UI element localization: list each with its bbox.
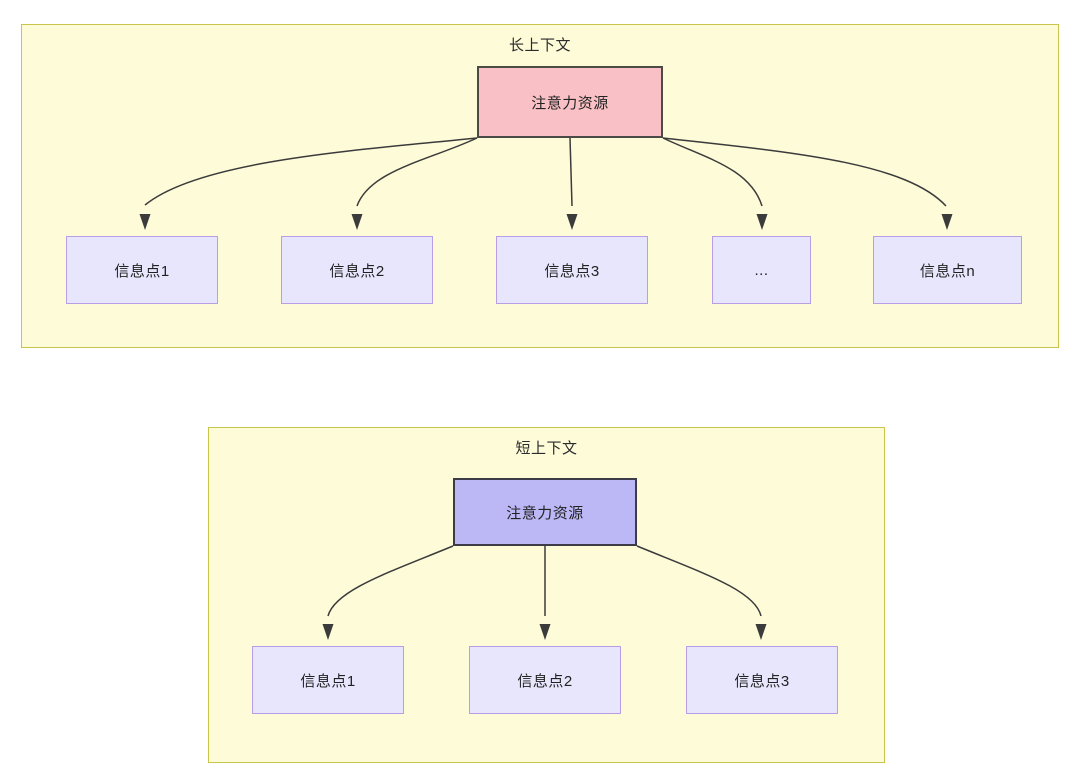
node-attention-resource-long-label: 注意力资源 (531, 94, 609, 112)
node-info-point-long-ellipsis[interactable]: ... (712, 236, 811, 304)
node-attention-resource-short[interactable]: 注意力资源 (453, 478, 637, 546)
node-info-point-long-1[interactable]: 信息点1 (66, 236, 218, 304)
node-info-point-short-2-label: 信息点2 (517, 672, 573, 690)
node-info-point-long-n[interactable]: 信息点n (873, 236, 1022, 304)
node-info-point-long-2[interactable]: 信息点2 (281, 236, 433, 304)
node-info-point-short-1-label: 信息点1 (300, 672, 356, 690)
node-info-point-short-1[interactable]: 信息点1 (252, 646, 404, 714)
node-info-point-short-3[interactable]: 信息点3 (686, 646, 838, 714)
node-info-point-short-2[interactable]: 信息点2 (469, 646, 621, 714)
node-info-point-short-3-label: 信息点3 (734, 672, 790, 690)
node-info-point-long-3-label: 信息点3 (544, 262, 600, 280)
node-attention-resource-short-label: 注意力资源 (506, 504, 584, 522)
node-info-point-long-2-label: 信息点2 (329, 262, 385, 280)
node-info-point-long-ellipsis-label: ... (754, 261, 769, 279)
panel-short-context-title: 短上下文 (515, 440, 578, 457)
panel-long-context-title: 长上下文 (508, 37, 571, 54)
node-info-point-long-1-label: 信息点1 (114, 262, 170, 280)
node-info-point-long-n-label: 信息点n (919, 262, 976, 280)
node-info-point-long-3[interactable]: 信息点3 (496, 236, 648, 304)
node-attention-resource-long[interactable]: 注意力资源 (477, 66, 663, 138)
